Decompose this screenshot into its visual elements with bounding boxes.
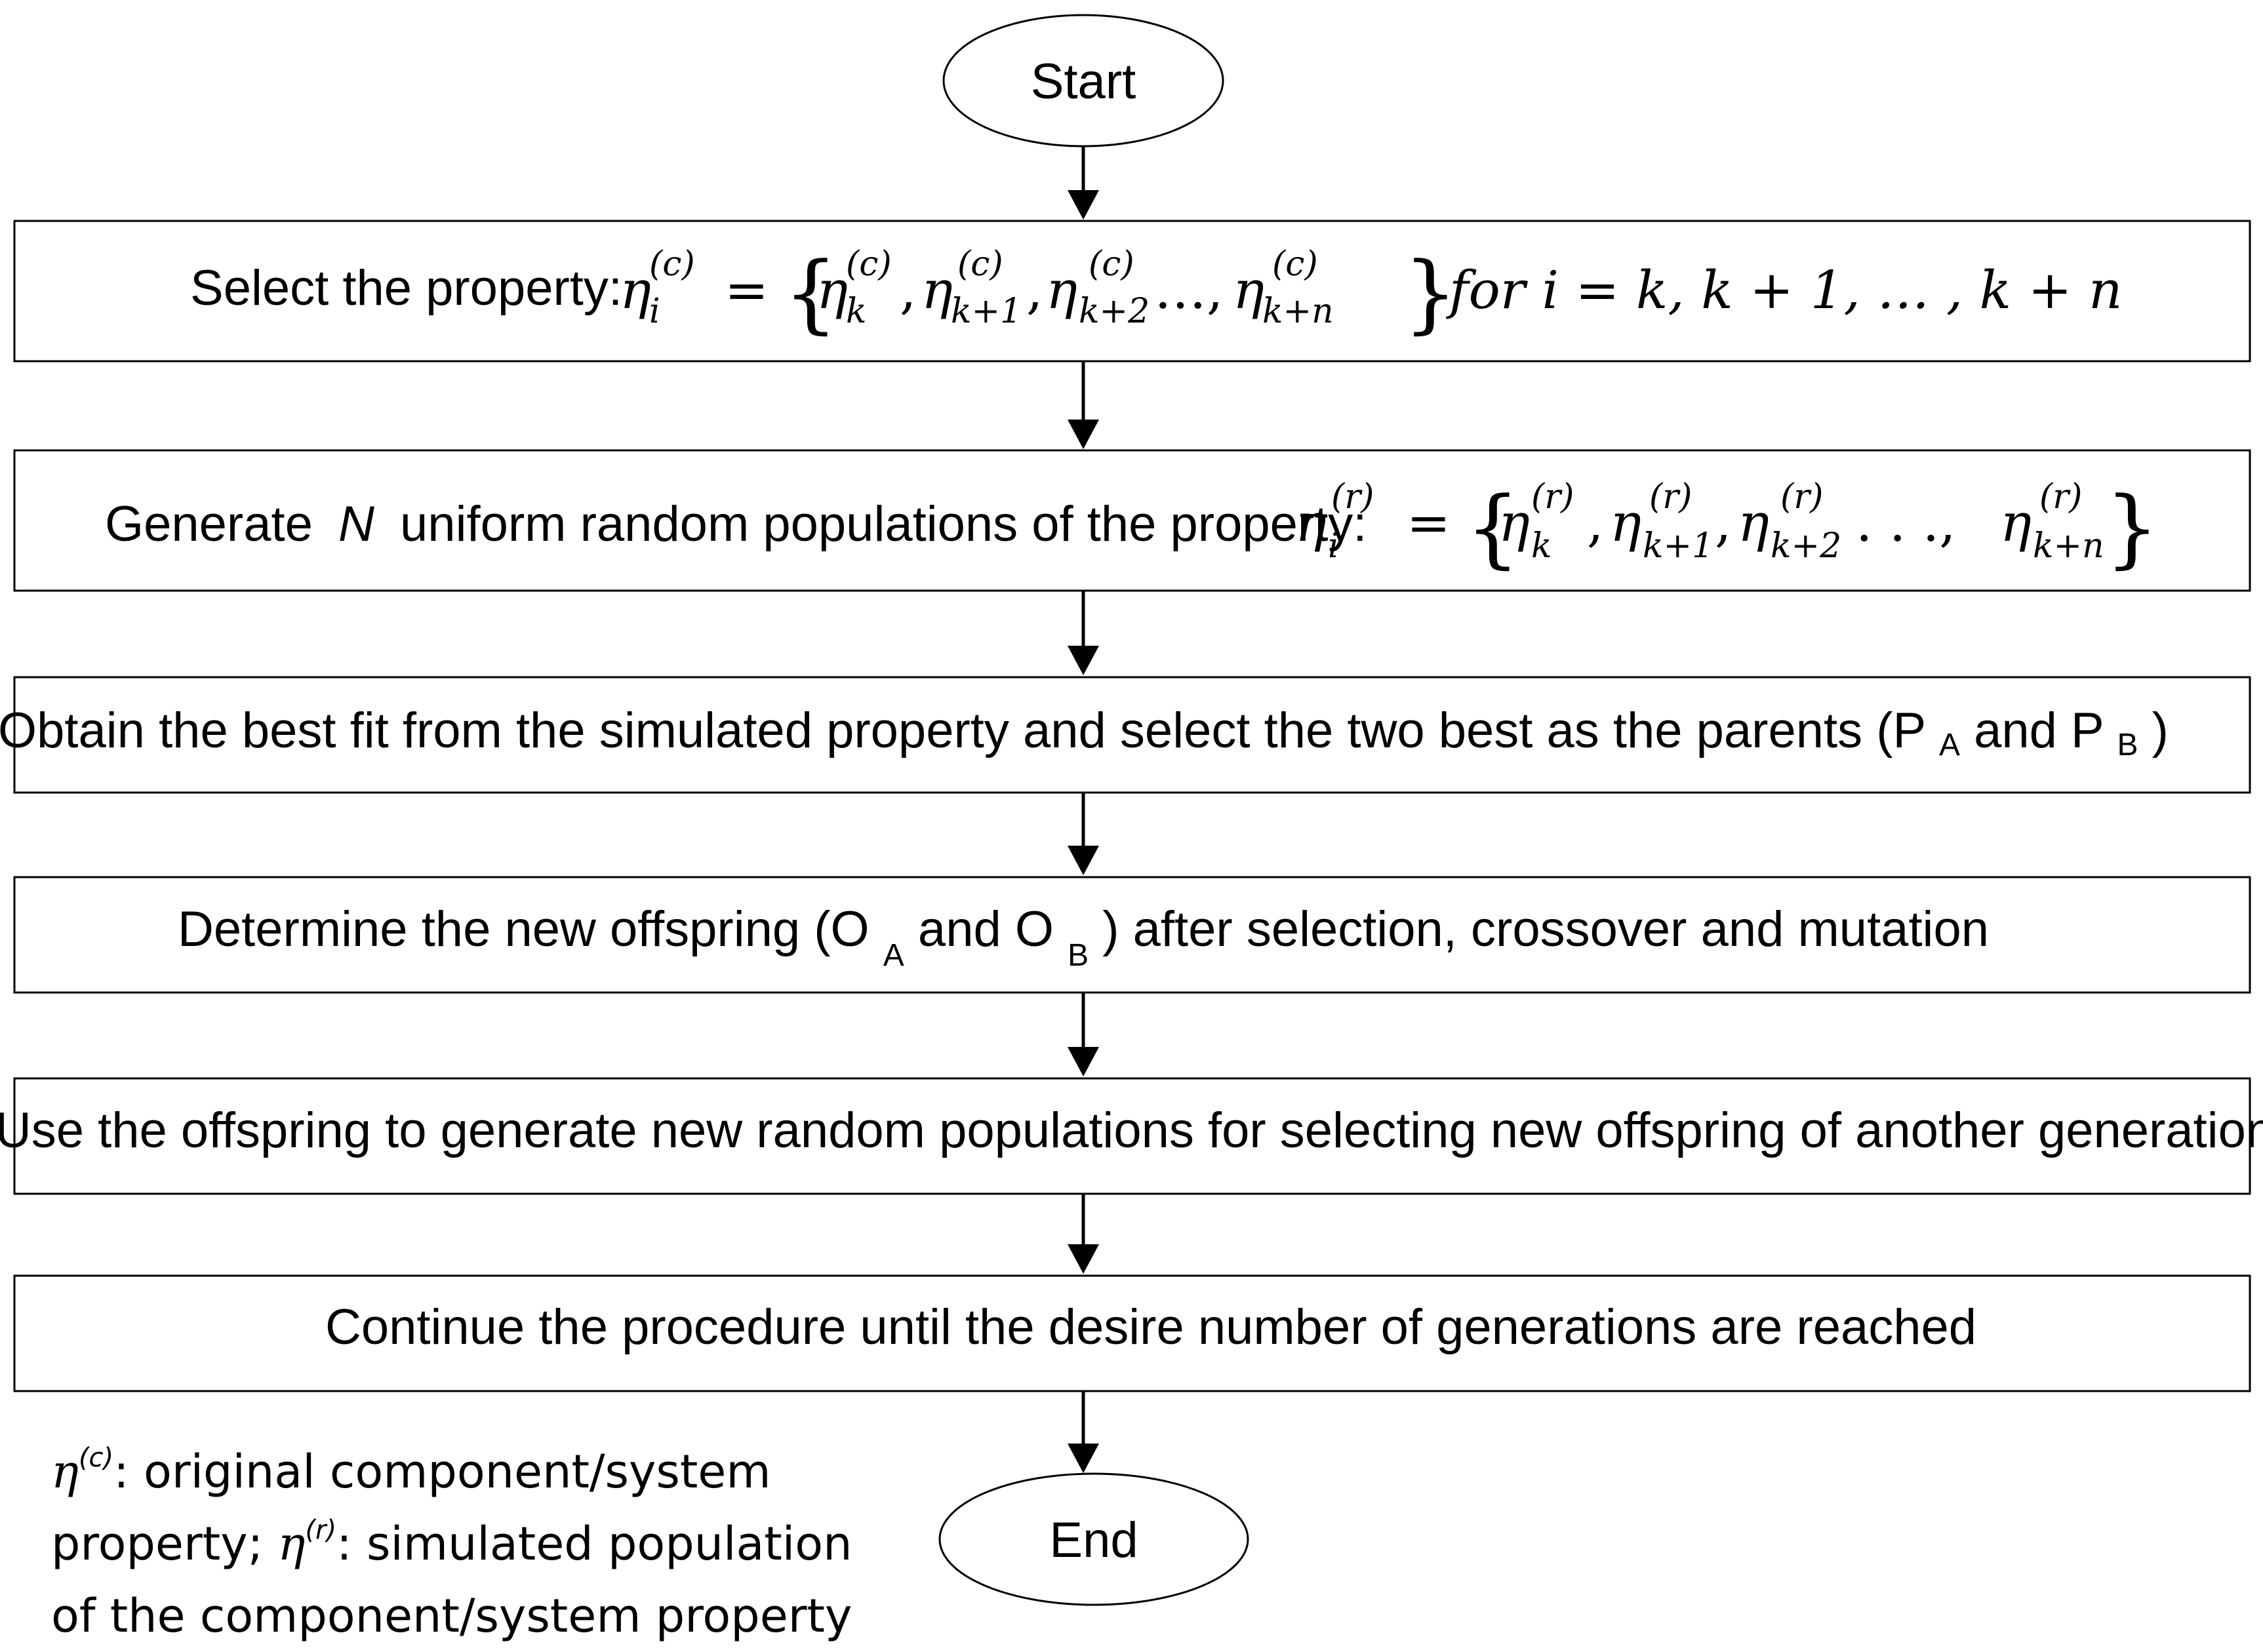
end-label: End — [1049, 1512, 1138, 1568]
left-brace: { — [1466, 478, 1520, 578]
superscript: (c) — [78, 1443, 114, 1473]
eta-symbol: η — [620, 260, 651, 321]
eta-symbol: η — [1498, 492, 1530, 553]
left-brace: { — [784, 243, 838, 343]
legend-note: η(c): original component/system property… — [51, 1436, 904, 1652]
arrow-step3-to-step4 — [1068, 793, 1099, 875]
step-determine-offspring: Determine the new offspring (O A and O B… — [13, 876, 2251, 994]
superscript: (c) — [957, 245, 1003, 284]
superscript: (r) — [1649, 477, 1692, 517]
start-label: Start — [1031, 54, 1136, 109]
legend-text: : simulated population of the component/… — [51, 1517, 852, 1643]
equals-sign: = — [725, 260, 769, 321]
arrow-step6-to-end — [1068, 1391, 1099, 1473]
superscript: (c) — [846, 245, 892, 284]
subscript: B — [2117, 728, 2138, 762]
equals-sign: = — [1407, 492, 1451, 553]
step2-label-part: Generate — [105, 496, 313, 552]
arrow-start-to-step1 — [1068, 146, 1099, 220]
step-generate-populations: Generate N uniform random populations of… — [13, 449, 2251, 592]
step1-label: Select the property: — [190, 260, 622, 316]
subscript: k+1 — [1643, 526, 1713, 566]
subscript: A — [883, 938, 904, 973]
step-continue-procedure: Continue the procedure until the desire … — [13, 1274, 2251, 1392]
eta-symbol: η — [1295, 492, 1327, 553]
for-clause: for i = k, k + 1, … , k + n — [1446, 260, 2123, 321]
eta-symbol: η — [1738, 492, 1769, 553]
eta-symbol: η — [1046, 260, 1077, 321]
right-brace: } — [2105, 478, 2159, 578]
step3-label-part: and P — [1974, 703, 2103, 758]
ellipsis: . . ., — [1856, 492, 1956, 553]
comma: , — [900, 260, 916, 321]
step6-label: Continue the procedure until the desire … — [325, 1299, 1976, 1355]
eta-symbol: η — [921, 260, 953, 321]
step-obtain-best-fit: Obtain the best fit from the simulated p… — [0, 676, 2251, 794]
step4-label-part: ) after selection, crossover and mutatio… — [1102, 901, 1989, 957]
superscript: (c) — [1089, 245, 1134, 284]
step2-label-part: uniform random populations of the proper… — [400, 496, 1367, 552]
subscript: k — [846, 292, 867, 331]
superscript: (r) — [305, 1515, 337, 1545]
step-use-offspring: Use the offspring to generate new random… — [0, 1077, 2263, 1195]
arrow-step4-to-step5 — [1068, 993, 1099, 1076]
step3-label-part: Obtain the best fit from the simulated p… — [0, 703, 1925, 758]
eta-symbol: η — [277, 1517, 306, 1571]
step2-label: Generate N uniform random populations of… — [105, 496, 1367, 552]
step4-label-part: Determine the new offspring (O — [178, 901, 870, 957]
superscript: (c) — [1272, 245, 1318, 284]
step3-label-part: ) — [2152, 703, 2169, 758]
superscript: (r) — [2039, 477, 2082, 517]
comma: , — [1026, 260, 1043, 321]
subscript: i — [1328, 526, 1339, 566]
superscript: (r) — [1331, 477, 1374, 517]
eta-symbol: η — [1610, 492, 1641, 553]
subscript: k+n — [2033, 526, 2104, 566]
subscript: B — [1068, 938, 1089, 973]
eta-symbol: η — [2000, 492, 2032, 553]
eta-symbol: η — [51, 1445, 79, 1499]
comma: , — [1715, 492, 1731, 553]
step5-label: Use the offspring to generate new random… — [0, 1103, 2263, 1158]
arrow-step1-to-step2 — [1068, 361, 1099, 449]
arrow-step2-to-step3 — [1068, 591, 1099, 675]
step-select-property: Select the property: η (c) i = { η (c) k… — [13, 220, 2251, 363]
step2-equation: η (r) i = { η (r) k , η (r) k+1 , η (r) … — [1295, 477, 2159, 578]
superscript: (r) — [1780, 477, 1823, 517]
end-node: End — [938, 1472, 1249, 1606]
eta-symbol: η — [1233, 260, 1264, 321]
subscript: k+2 — [1079, 292, 1150, 331]
superscript: (r) — [1531, 477, 1574, 517]
subscript: k+1 — [951, 292, 1022, 331]
subscript: k+n — [1262, 292, 1334, 331]
subscript: k — [1531, 526, 1552, 566]
step2-label-n: N — [338, 496, 374, 552]
comma: , — [1587, 492, 1603, 553]
ellipsis: …, — [1154, 260, 1223, 321]
subscript: k+2 — [1771, 526, 1841, 566]
subscript: A — [1939, 728, 1960, 762]
legend-text: : original component/system property; — [51, 1445, 771, 1571]
eta-symbol: η — [816, 260, 848, 321]
arrow-step5-to-step6 — [1068, 1194, 1099, 1274]
step4-label-part: and O — [918, 901, 1054, 957]
superscript: (c) — [649, 245, 695, 284]
right-brace: } — [1403, 243, 1458, 343]
step3-label: Obtain the best fit from the simulated p… — [0, 703, 2169, 766]
step1-equation: η (c) i = { η (c) k , η (c) k+1 , η (c) … — [620, 243, 2123, 343]
start-node: Start — [942, 14, 1224, 148]
step4-label: Determine the new offspring (O A and O B… — [178, 901, 1989, 977]
subscript: i — [649, 292, 660, 331]
